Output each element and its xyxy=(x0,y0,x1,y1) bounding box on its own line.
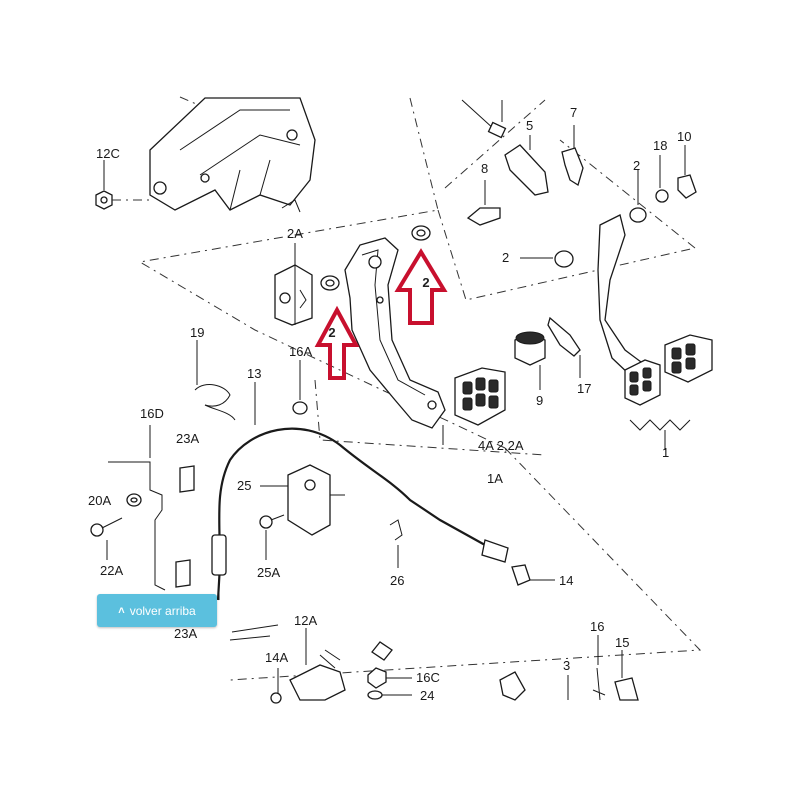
clip-23a-bottom xyxy=(175,559,191,588)
nut-12c xyxy=(95,160,150,210)
callout-3: 3 xyxy=(563,658,570,673)
callout-22a: 22A xyxy=(100,563,123,578)
callout-23a-top: 23A xyxy=(176,431,199,446)
callout-12c: 12C xyxy=(96,146,120,161)
bushing-2-left xyxy=(320,275,340,291)
callout-15: 15 xyxy=(615,635,629,650)
mounting-block-2a xyxy=(274,243,313,326)
callout-2a: 2A xyxy=(287,226,303,241)
back-to-top-button[interactable]: ˄ volver arriba xyxy=(97,594,217,627)
pedal-pad-right-1 xyxy=(624,359,661,406)
bracket-25 xyxy=(260,464,345,536)
clip-19 xyxy=(194,340,236,421)
brake-pedal-assembly xyxy=(461,99,697,390)
callout-14: 14 xyxy=(559,573,573,588)
clip-14 xyxy=(511,564,555,586)
highlight-arrow-right-label: 2 xyxy=(422,275,429,290)
clutch-pedal-arm xyxy=(344,237,446,445)
cable-13 xyxy=(211,382,509,601)
highlight-arrow-left-label: 2 xyxy=(328,325,335,340)
callout-25a: 25A xyxy=(257,565,280,580)
bushing-2-right xyxy=(411,225,431,241)
chevron-up-icon: ˄ xyxy=(118,604,125,617)
clip-26 xyxy=(389,519,403,568)
highlight-arrow-left: 2 xyxy=(314,305,360,380)
callout-26: 26 xyxy=(390,573,404,588)
highlight-arrow-right: 2 xyxy=(394,248,448,325)
back-to-top-label: volver arriba xyxy=(129,603,196,618)
callout-16a: 16A xyxy=(289,344,312,359)
callout-25: 25 xyxy=(237,478,251,493)
pedal-pad-4a xyxy=(454,367,506,426)
callout-23a-bottom: 23A xyxy=(174,626,197,641)
callout-17: 17 xyxy=(577,381,591,396)
bottom-assembly xyxy=(229,624,639,704)
callout-2-top: 2 xyxy=(633,158,640,173)
callout-16c: 16C xyxy=(416,670,440,685)
rod-16d xyxy=(108,425,166,591)
callout-10: 10 xyxy=(677,129,691,144)
callout-12a: 12A xyxy=(294,613,317,628)
callout-14a-bottom: 14A xyxy=(265,650,288,665)
bolt-25a xyxy=(259,514,285,560)
callout-9: 9 xyxy=(536,393,543,408)
callout-16d: 16D xyxy=(140,406,164,421)
callout-16: 16 xyxy=(590,619,604,634)
callout-24: 24 xyxy=(420,688,434,703)
callout-2-mid: 2 xyxy=(502,250,509,265)
callout-7: 7 xyxy=(570,105,577,120)
washer-20a xyxy=(126,493,142,507)
callout-13: 13 xyxy=(247,366,261,381)
column-bracket xyxy=(149,97,316,213)
callout-8: 8 xyxy=(481,161,488,176)
callout-19: 19 xyxy=(190,325,204,340)
callout-20a: 20A xyxy=(88,493,111,508)
callout-labels: 12C 2A 19 16A 13 16D 23A 20A 22A 23A 25 … xyxy=(88,105,691,703)
clip-23a-top xyxy=(179,465,195,493)
pedal-bracket-lines xyxy=(629,419,691,450)
callout-4a-group: 4A 2,2A xyxy=(478,438,524,453)
pedal-pad-right-2 xyxy=(664,334,713,383)
callout-18: 18 xyxy=(653,138,667,153)
callout-5: 5 xyxy=(526,118,533,133)
grommet-16a xyxy=(292,360,308,415)
bolt-22a xyxy=(90,517,123,560)
callout-1: 1 xyxy=(662,445,669,460)
callout-1a: 1A xyxy=(487,471,503,486)
